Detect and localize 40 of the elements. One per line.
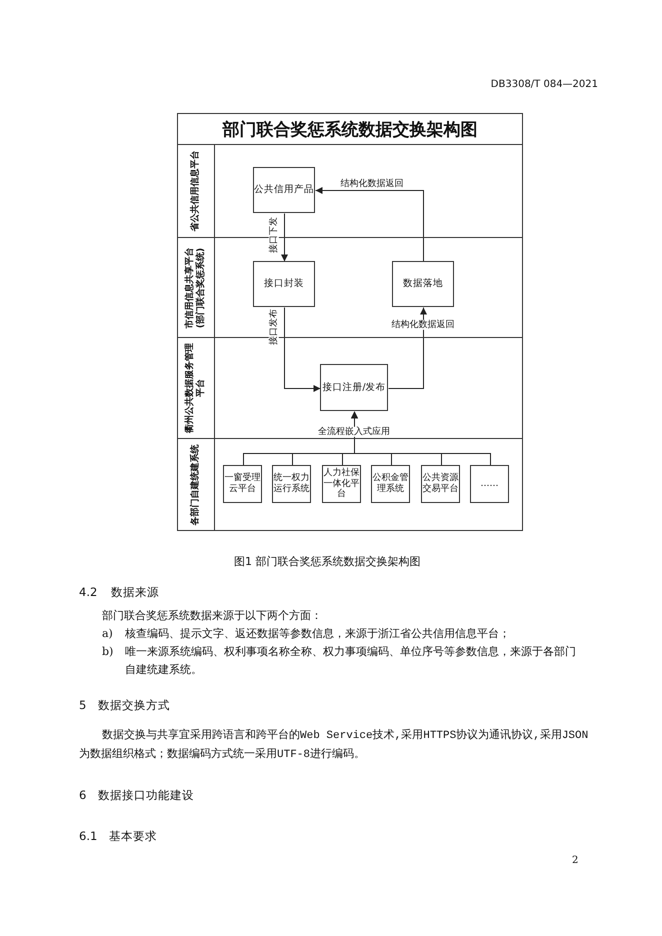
paragraph: 数据交换与共享宜采用跨语言和跨平台的Web Service技术,采用HTTPS协议为通讯协议,采用JSON为数据组织格式；数据编码方式统一采用UTF-8进行编码。 <box>79 728 590 763</box>
swimlane <box>177 438 523 531</box>
list-item: 唯一来源系统编码、权利事项名称全称、权力事项编码、单位序号等参数信息，来源于各部门自建统建系统。 <box>125 644 577 678</box>
system-box: 公积金管理系统 <box>371 465 410 503</box>
section-heading: 4.2 数据来源 <box>79 584 159 601</box>
section-heading: 5 数据交换方式 <box>79 697 170 714</box>
system-box: …… <box>470 465 509 503</box>
edge-label: 接口发布 <box>268 308 280 346</box>
system-box: 公共资源交易平台 <box>421 465 460 503</box>
edge-label: 结构化数据返回 <box>390 320 456 330</box>
arrow <box>315 187 424 262</box>
page-number: 2 <box>572 854 578 868</box>
system-box: 人力社保一体化平台 <box>322 465 361 503</box>
arrow <box>351 411 491 466</box>
document-code: DB3308/T 084—2021 <box>490 78 598 92</box>
system-box: 一窗受理云平台 <box>223 465 262 503</box>
diagram-title: 部门联合奖惩系统数据交换架构图 <box>221 118 478 142</box>
lane-label: 衢州公共数据服务管理平台 <box>185 342 207 434</box>
lane-label: 省公共信用信息平台 <box>190 150 202 233</box>
arrow <box>388 307 427 389</box>
process-box: 数据落地 <box>392 261 454 307</box>
edge-label: 全流程嵌入式应用 <box>317 426 391 438</box>
edge-label: 结构化数据返回 <box>340 178 405 190</box>
process-box: 接口注册/发布 <box>320 364 388 411</box>
figure-caption: 图1 部门联合奖惩系统数据交换架构图 <box>234 554 420 570</box>
section-heading: 6.1 基本要求 <box>79 828 157 845</box>
lane-label: 各部门自建统建系统 <box>190 444 202 527</box>
system-box: 统一权力运行系统 <box>272 465 311 503</box>
lane-label: 市信用信息共享平台(部门联合奖惩系统) <box>185 246 207 330</box>
arrow <box>284 307 321 392</box>
process-box: 公共信用产品 <box>253 167 315 213</box>
edge-label: 接口下发 <box>268 216 280 254</box>
list-marker: a) <box>102 626 113 642</box>
list-marker: b) <box>102 644 114 660</box>
process-box: 接口封装 <box>253 261 315 307</box>
list-item: 核查编码、提示文字、返还数据等参数信息，来源于浙江省公共信用信息平台； <box>125 626 511 642</box>
swimlane <box>177 337 523 438</box>
arrow <box>281 213 288 262</box>
paragraph: 部门联合奖惩系统数据来源于以下两个方面： <box>102 608 322 624</box>
section-heading: 6 数据接口功能建设 <box>79 787 194 804</box>
